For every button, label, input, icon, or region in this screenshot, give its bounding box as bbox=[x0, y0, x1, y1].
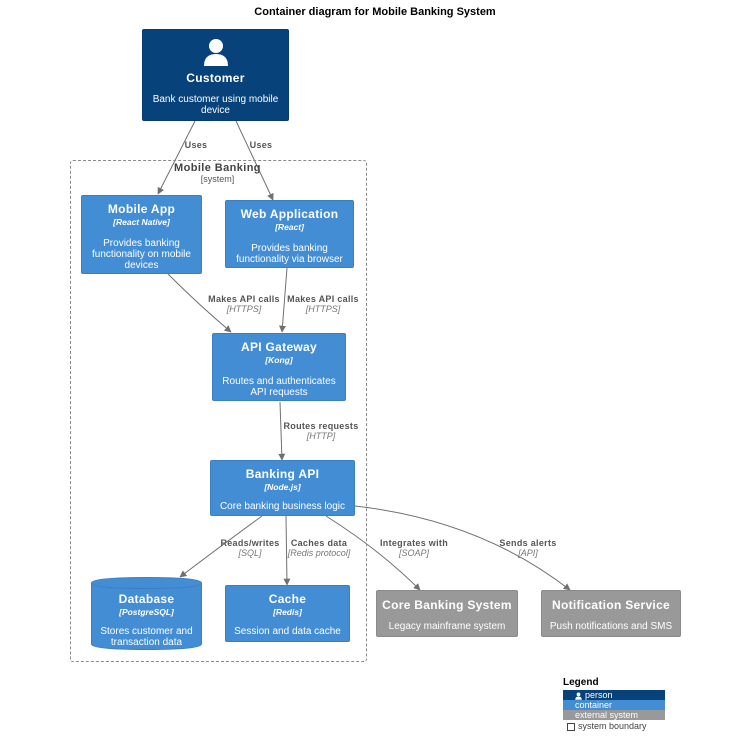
mobile-app-description: Provides banking functionality on mobile… bbox=[92, 238, 191, 271]
notification-description: Push notifications and SMS bbox=[549, 621, 673, 632]
boundary-type: [system] bbox=[200, 174, 235, 184]
legend-container: container bbox=[563, 700, 665, 710]
banking-api-tech: [Node.js] bbox=[264, 482, 301, 492]
mobile-app-tech: [React Native] bbox=[113, 217, 170, 227]
boundary-name: Mobile Banking bbox=[174, 162, 261, 174]
diagram-title: Container diagram for Mobile Banking Sys… bbox=[254, 6, 496, 18]
edge-mobile-to-gateway bbox=[167, 273, 232, 333]
mobile-app-container[interactable]: Mobile App [React Native] Provides banki… bbox=[81, 195, 202, 274]
banking-api-name: Banking API bbox=[245, 467, 320, 481]
customer-name: Customer bbox=[186, 71, 245, 85]
web-app-description: Provides banking functionality via brows… bbox=[236, 243, 343, 265]
legend-title: Legend bbox=[563, 677, 599, 688]
edge-api-to-cache bbox=[283, 515, 291, 586]
core-banking-system[interactable]: Core Banking System Legacy mainframe sys… bbox=[376, 590, 518, 637]
person-icon bbox=[203, 39, 228, 66]
label-mobile-api: Makes API calls [HTTPS] bbox=[208, 294, 280, 314]
legend-boundary: system boundary bbox=[563, 721, 665, 731]
core-banking-name: Core Banking System bbox=[382, 598, 512, 612]
boundary-square-icon bbox=[567, 722, 575, 731]
web-app-container[interactable]: Web Application [React] Provides banking… bbox=[225, 200, 354, 268]
system-boundary-label: Mobile Banking [system] bbox=[70, 162, 365, 184]
edge-api-to-database bbox=[179, 515, 263, 578]
edge-uses-mobile-app bbox=[157, 120, 196, 195]
database-container[interactable]: Database [PostgreSQL] Stores customer an… bbox=[91, 577, 202, 650]
mobile-app-name: Mobile App bbox=[107, 202, 176, 216]
cache-container[interactable]: Cache [Redis] Session and data cache bbox=[225, 585, 350, 642]
notification-service[interactable]: Notification Service Push notifications … bbox=[541, 590, 681, 637]
edge-web-to-gateway bbox=[279, 267, 288, 333]
label-uses-mobile: Uses bbox=[184, 140, 208, 150]
customer-description: Bank customer using mobile device bbox=[152, 94, 279, 116]
api-gateway-description: Routes and authenticates API requests bbox=[222, 376, 336, 398]
api-gateway-container[interactable]: API Gateway [Kong] Routes and authentica… bbox=[212, 333, 346, 401]
legend-person: person bbox=[563, 690, 665, 700]
label-uses-web: Uses bbox=[249, 140, 273, 150]
banking-api-container[interactable]: Banking API [Node.js] Core banking busin… bbox=[210, 460, 355, 516]
api-gateway-tech: [Kong] bbox=[265, 355, 293, 365]
web-app-name: Web Application bbox=[240, 207, 339, 221]
label-db: Reads/writes [SQL] bbox=[220, 538, 280, 558]
notification-name: Notification Service bbox=[551, 598, 671, 612]
label-routes: Routes requests [HTTP] bbox=[283, 421, 359, 441]
banking-api-description: Core banking business logic bbox=[219, 501, 346, 512]
api-gateway-name: API Gateway bbox=[241, 340, 317, 354]
database-description: Stores customer and transaction data bbox=[100, 626, 193, 648]
edge-api-to-core-banking bbox=[325, 515, 421, 591]
core-banking-description: Legacy mainframe system bbox=[388, 621, 506, 632]
system-boundary bbox=[70, 160, 367, 662]
edge-api-to-notification bbox=[354, 505, 571, 591]
legend-external: external system bbox=[563, 710, 665, 720]
cache-name: Cache bbox=[268, 592, 307, 606]
legend-person-icon bbox=[575, 692, 582, 700]
label-notify: Sends alerts [API] bbox=[499, 538, 557, 558]
database-tech: [PostgreSQL] bbox=[119, 607, 174, 617]
label-web-api: Makes API calls [HTTPS] bbox=[287, 294, 359, 314]
legend: Legend person container external system … bbox=[563, 677, 665, 731]
label-cache: Caches data [Redis protocol] bbox=[287, 538, 351, 558]
web-app-tech: [React] bbox=[275, 222, 304, 232]
cache-description: Session and data cache bbox=[234, 626, 341, 637]
database-name: Database bbox=[118, 592, 175, 606]
edge-gateway-to-banking-api bbox=[278, 401, 286, 461]
customer-person[interactable]: Customer Bank customer using mobile devi… bbox=[142, 29, 289, 121]
database-cylinder-shape bbox=[91, 577, 202, 650]
cache-tech: [Redis] bbox=[273, 607, 302, 617]
label-core: Integrates with [SOAP] bbox=[379, 538, 448, 558]
